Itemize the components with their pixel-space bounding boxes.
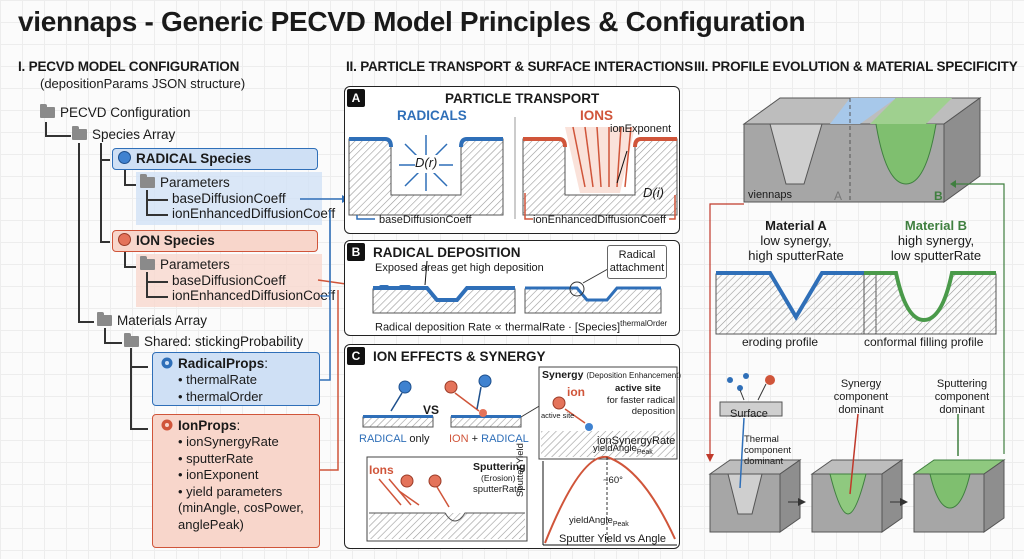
blue-dot-icon xyxy=(118,151,131,164)
gear-icon xyxy=(161,419,173,431)
ion-effects-diagram xyxy=(362,366,678,546)
tree-radical-parameters: Parameters xyxy=(140,174,230,190)
eroding-label: eroding profile xyxy=(742,335,819,349)
d-r-label: D(r) xyxy=(415,155,438,170)
panel-a: A PARTICLE TRANSPORT RADICALS IONS xyxy=(344,86,680,234)
folder-icon xyxy=(97,312,112,326)
sputtering-dominant-label: Sputtering component dominant xyxy=(934,378,990,416)
folder-icon xyxy=(124,333,139,347)
profile-evolution-diagram xyxy=(706,97,1006,533)
tree-ion-parameters: Parameters xyxy=(140,256,230,272)
panel-a-label: A xyxy=(347,89,365,107)
approx-angle: ~60° xyxy=(603,475,623,486)
ion-enhanced-label: ionEnhancedDiffusionCoeff xyxy=(533,214,666,226)
ion-radical-label: ION + RADICAL xyxy=(449,433,529,445)
deposition-formula: Radical deposition Rate ∝ thermalRate · … xyxy=(375,319,668,334)
section1-subtitle: (depositionParams JSON structure) xyxy=(40,76,246,91)
panel-b-label: B xyxy=(347,243,365,261)
sputter-rate-text: sputterRate xyxy=(473,484,523,495)
section2-title: II. PARTICLE TRANSPORT & SURFACE INTERAC… xyxy=(346,59,694,74)
tree-shared: Shared: stickingProbability xyxy=(124,333,303,349)
deposition-diagram xyxy=(372,260,662,314)
ion-prop-item: ionSynergyRate xyxy=(178,434,318,451)
page-title: viennaps - Generic PECVD Model Principle… xyxy=(18,6,806,37)
panel-a-title: PARTICLE TRANSPORT xyxy=(445,91,600,106)
tree-materials-array: Materials Array xyxy=(97,312,207,328)
ion-params-highlight xyxy=(136,254,322,307)
thermal-label: Thermal component dominant xyxy=(744,434,792,467)
radical-prop-item: thermalRate xyxy=(178,372,268,389)
panel-b-title: RADICAL DEPOSITION xyxy=(373,245,521,260)
panel-c: C ION EFFECTS & SYNERGY VS RADICAL xyxy=(344,344,682,549)
radical-props: RadicalProps: thermalRate thermalOrder xyxy=(160,356,268,405)
tree-species-array: Species Array xyxy=(72,126,175,142)
erosion-text: (Erosion) xyxy=(481,473,516,483)
section1-title: I. PECVD MODEL CONFIGURATION xyxy=(18,59,240,74)
vs-label: VS xyxy=(423,403,440,417)
ion-prop-item: yield parameters (minAngle, cosPower, an… xyxy=(178,484,308,534)
yield-angle-peak-bottom: yieldAnglePeak xyxy=(569,515,629,528)
active-site-text: active site xyxy=(615,383,661,394)
ion-species-box xyxy=(112,230,318,252)
chart-caption: Sputter Yield vs Angle xyxy=(559,533,667,545)
radical-params-highlight xyxy=(136,172,322,225)
gear-icon xyxy=(161,357,173,369)
radical-only-label: RADICAL only xyxy=(359,433,430,445)
tree-ion-enhanced: ionEnhancedDiffusionCoeff xyxy=(172,288,336,303)
ion-exponent-label: ionExponent xyxy=(610,123,672,135)
d-i-label: D(i) xyxy=(643,185,664,200)
conformal-label: conformal filling profile xyxy=(864,335,984,349)
tree-ion-base: baseDiffusionCoeff xyxy=(172,273,286,288)
viennaps-label: viennaps xyxy=(748,189,793,201)
ion-prop-item: sputterRate xyxy=(178,451,318,468)
synergy-title: Synergy (Deposition Enhancement) xyxy=(542,369,682,381)
ion-synergy-rate-text: ionSynergyRate xyxy=(597,435,676,447)
folder-icon xyxy=(140,174,155,188)
radical-species-box xyxy=(112,148,318,170)
tree-ion-species: ION Species xyxy=(118,233,215,248)
label-a: A xyxy=(834,189,843,203)
folder-icon xyxy=(140,256,155,270)
synergy-dominant-label: Synergy component dominant xyxy=(833,378,889,416)
sputter-yield-axis: Sputter Yield xyxy=(515,443,526,497)
panel-b: B RADICAL DEPOSITION Exposed areas get h… xyxy=(344,240,680,336)
panel-c-label: C xyxy=(347,347,365,365)
ion-prop-item: ionExponent xyxy=(178,467,318,484)
folder-icon xyxy=(40,104,55,118)
panel-c-title: ION EFFECTS & SYNERGY xyxy=(373,349,546,364)
folder-icon xyxy=(72,126,87,140)
ions-label: IONS xyxy=(580,108,614,123)
tree-root: PECVD Configuration xyxy=(40,104,191,120)
section3-title: III. PROFILE EVOLUTION & MATERIAL SPECIF… xyxy=(694,59,1018,74)
radical-prop-item: thermalOrder xyxy=(178,389,268,406)
faster-text: for faster radical deposition xyxy=(606,395,675,417)
active-site-small-text: active site xyxy=(541,411,575,420)
tree-radical-base: baseDiffusionCoeff xyxy=(172,191,286,206)
exposed-text: Exposed areas get high deposition xyxy=(375,262,544,274)
radical-attachment-callout: Radical attachment xyxy=(607,245,667,279)
base-diffusion-label: baseDiffusionCoeff xyxy=(379,214,472,226)
yield-angle-peak-top: yieldAnglePeak xyxy=(593,443,653,456)
label-b: B xyxy=(934,189,943,203)
red-dot-icon xyxy=(118,233,131,246)
sputtering-title: Sputtering xyxy=(473,461,526,473)
transport-diagram xyxy=(348,117,678,220)
tree-radical-ion-enhanced: ionEnhancedDiffusionCoeff xyxy=(172,206,336,221)
radicals-label: RADICALS xyxy=(397,108,467,123)
ions-text: Ions xyxy=(369,463,394,477)
ion-text: ion xyxy=(567,385,585,399)
tree-radical-species: RADICAL Species xyxy=(118,151,251,166)
ion-props: IonProps: ionSynergyRate sputterRate ion… xyxy=(160,418,318,533)
surface-label: Surface xyxy=(730,408,768,420)
